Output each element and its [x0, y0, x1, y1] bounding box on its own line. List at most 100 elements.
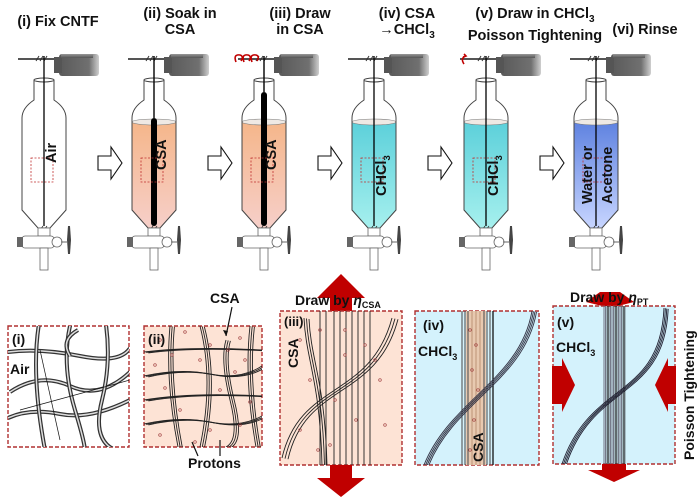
- panel-i: (i)Air: [7, 325, 130, 448]
- process-arrow-icon: [427, 145, 453, 181]
- proton-dot: [238, 423, 242, 427]
- proton-dot: [373, 358, 377, 362]
- proton-dot: [383, 423, 387, 427]
- panel-background: [144, 326, 262, 447]
- funnel-step-iv: CHCl3: [347, 54, 429, 271]
- cnt-bundle-strand: [251, 326, 261, 447]
- cnt-bundle-strand: [284, 318, 396, 459]
- twist-arrow-icon: [234, 54, 260, 63]
- cnt-bundle-strand: [287, 319, 399, 460]
- cnt-bundle-strand: [566, 308, 669, 464]
- cnt-network: [8, 326, 129, 447]
- panel-medium-label: Air: [10, 361, 30, 377]
- step-title-iv: (iv) CSA→CHCl3: [362, 6, 452, 44]
- annotation-protons: Protons: [188, 455, 241, 471]
- funnel-step-v: CHCl3: [459, 53, 541, 271]
- panel-medium-label: CSA: [285, 338, 301, 368]
- force-arrow-icon: [586, 292, 634, 306]
- panel-inner-label: CSA: [470, 432, 486, 462]
- zoom-region-marker: [30, 157, 54, 183]
- solvent-label: Air: [44, 143, 60, 164]
- panel-tag: (iii): [284, 314, 304, 329]
- cnt-bundle-core: [8, 348, 129, 360]
- panel-tag: (ii): [148, 331, 165, 347]
- proton-dot: [474, 343, 478, 347]
- zoom-region-marker: [250, 157, 274, 183]
- force-arrow-icon: [588, 464, 640, 482]
- proton-dot: [308, 378, 312, 382]
- cnt-bundle-strand: [172, 326, 183, 447]
- proton-dot: [243, 358, 247, 362]
- cnt-bundle-strand: [308, 318, 328, 465]
- force-arrow-icon: [655, 358, 676, 412]
- proton-dot: [198, 358, 202, 362]
- solvent-label: Water or: [580, 145, 596, 204]
- proton-dot: [378, 378, 382, 382]
- tightened-fiber: [561, 306, 669, 464]
- stopcock-icon: [569, 226, 623, 271]
- cnt-bundle-strand: [564, 308, 668, 464]
- draw-label: Draw by ηPT: [570, 289, 649, 307]
- cnt-bundle-strand: [425, 311, 534, 465]
- zoom-region-marker: [140, 157, 164, 183]
- panel-medium-label: CHCl3: [418, 343, 457, 362]
- proton-dot: [208, 343, 212, 347]
- proton-dot: [238, 336, 242, 340]
- stopcock-icon: [17, 226, 71, 271]
- step-title-iv-line2: →CHCl: [379, 22, 430, 38]
- step-title-v-line1: (v) Draw in CHCl: [475, 6, 590, 22]
- process-arrow-icon: [539, 145, 565, 181]
- cntf-fiber-swollen: [151, 118, 157, 226]
- cnt-bundle-strand: [168, 326, 179, 447]
- proton-dot: [208, 428, 212, 432]
- proton-dot: [218, 388, 222, 392]
- cnt-bundle-strand: [249, 326, 259, 447]
- proton-dot: [318, 328, 322, 332]
- cnt-bundle-strand: [148, 348, 262, 354]
- cnt-bundle-strand: [281, 317, 393, 459]
- densified-fiber: [423, 311, 537, 465]
- step-title-v-sub: 3: [589, 13, 595, 25]
- annotation-arrowhead: [223, 330, 228, 336]
- stopcock-icon: [347, 226, 401, 271]
- proton-dot: [158, 433, 162, 437]
- proton-dot: [354, 418, 358, 422]
- motor-icon: [570, 54, 651, 76]
- proton-dot: [343, 353, 347, 357]
- annotation-arrow: [191, 441, 199, 457]
- process-arrows: [97, 145, 565, 181]
- proton-dot: [476, 388, 480, 392]
- step-title-iv-sub: 3: [429, 29, 435, 41]
- proton-dot: [233, 370, 237, 374]
- proton-dot: [333, 398, 337, 402]
- proton-dot: [363, 343, 367, 347]
- solvent-label: CSA: [154, 139, 170, 170]
- proton-dot: [248, 400, 252, 404]
- proton-dot: [298, 428, 302, 432]
- cnt-bundle-strand: [428, 311, 537, 465]
- stopcock-icon: [237, 226, 291, 271]
- cnt-bundle-strand: [423, 311, 533, 465]
- funnel-step-i: Air: [17, 54, 99, 271]
- funnel-step-iii: CSA: [234, 54, 319, 271]
- proton-dot: [472, 418, 476, 422]
- cnt-bundle-strand: [306, 318, 325, 465]
- proton-dot: [183, 330, 187, 334]
- cnt-bundle-strand: [426, 311, 536, 465]
- twist-arrow-icon: [461, 53, 468, 65]
- force-arrow-icon: [552, 358, 575, 412]
- step-title-vi: (vi) Rinse: [600, 22, 690, 38]
- proton-dot: [178, 408, 182, 412]
- zoom-region-marker: [582, 157, 606, 183]
- funnel-step-ii: CSA: [127, 54, 209, 271]
- proton-dot: [316, 448, 320, 452]
